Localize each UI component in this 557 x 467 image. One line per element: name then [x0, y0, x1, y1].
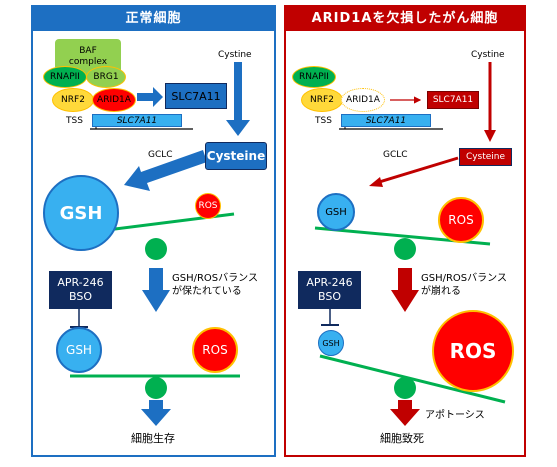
left-nrf2-oval: NRF2: [52, 88, 94, 112]
left-outcome-label: 細胞生存: [131, 432, 175, 445]
left-seesaw-top-fulcrum: [145, 238, 167, 260]
left-balance-text: GSH/ROSバランス が保たれている: [172, 273, 258, 297]
left-brg1-oval: BRG1: [86, 66, 126, 88]
left-nrf2-to-slc7a11-arrow: [137, 87, 163, 107]
right-seesaw-bottom-beam: [319, 354, 506, 404]
right-apoptosis-label: アポトーシス: [425, 410, 485, 421]
right-cysteine-to-gsh-arrow: [375, 156, 459, 185]
left-ros-small: ROS: [195, 193, 221, 219]
left-drug-box: APR-246 BSO: [49, 271, 112, 309]
arid1a-deficient-panel: ARID1Aを欠損したがん細胞: [284, 5, 526, 457]
right-ros-medium: ROS: [438, 197, 484, 243]
right-slc7a11-gene: SLC7A11: [341, 114, 431, 127]
right-nrf2-oval: NRF2: [301, 88, 343, 112]
left-cysteine-box: Cysteine: [205, 142, 267, 170]
left-cystine-label: Cystine: [218, 50, 252, 60]
right-ros-large: ROS: [432, 310, 514, 392]
left-balance-arrow: [142, 268, 170, 312]
right-rnapii-oval: RNAPII: [292, 66, 336, 88]
right-slc7a11-box: SLC7A11: [427, 91, 479, 109]
left-cystine-arrow: [226, 62, 250, 136]
left-seesaw-bottom-fulcrum: [145, 377, 167, 399]
right-drug-box: APR-246 BSO: [298, 271, 361, 309]
right-outcome-arrow: [390, 400, 420, 426]
left-outcome-arrow: [141, 400, 171, 426]
right-gsh-small: GSH: [317, 193, 355, 231]
right-tss-label: TSS: [315, 116, 332, 126]
normal-cell-panel: 正常細胞: [31, 5, 276, 457]
left-rnapii-oval: RNAPII: [43, 66, 87, 88]
right-seesaw-bottom-fulcrum: [394, 377, 416, 399]
left-gclc-label: GCLC: [148, 150, 173, 160]
left-cysteine-to-gsh-arrow: [124, 150, 207, 191]
left-gsh-bottom: GSH: [56, 327, 102, 373]
right-balance-arrow: [391, 268, 419, 312]
normal-cell-title: 正常細胞: [33, 7, 274, 31]
right-seesaw-top-fulcrum: [394, 238, 416, 260]
right-gsh-tiny: GSH: [318, 330, 344, 356]
left-gsh-large: GSH: [43, 175, 119, 251]
left-slc7a11-box: SLC7A11: [165, 83, 227, 109]
right-cystine-label: Cystine: [471, 50, 505, 60]
right-cysteine-box: Cysteine: [459, 148, 512, 166]
right-arid1a-oval: ARID1A: [341, 88, 385, 112]
left-ros-bottom: ROS: [192, 327, 238, 373]
left-arid1a-oval: ARID1A: [92, 88, 136, 112]
right-gclc-label: GCLC: [383, 150, 408, 160]
right-balance-text: GSH/ROSバランス が崩れる: [421, 273, 507, 297]
arid1a-deficient-title: ARID1Aを欠損したがん細胞: [286, 7, 524, 31]
left-tss-label: TSS: [66, 116, 83, 126]
left-slc7a11-gene: SLC7A11: [92, 114, 182, 127]
right-outcome-label: 細胞致死: [380, 432, 424, 445]
